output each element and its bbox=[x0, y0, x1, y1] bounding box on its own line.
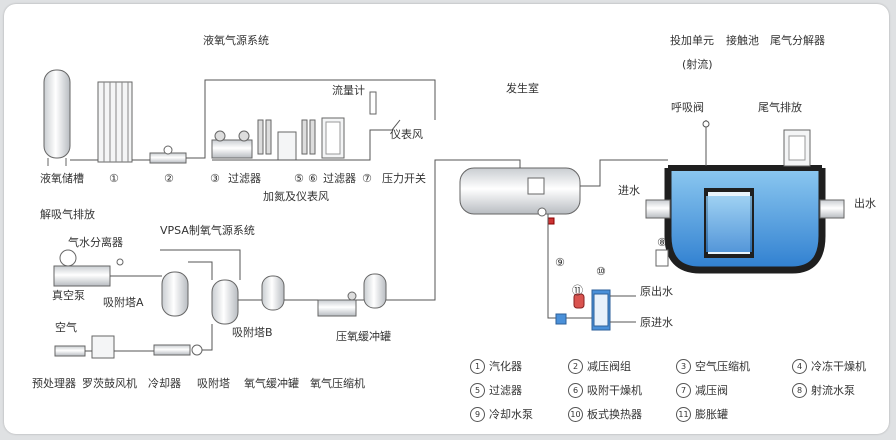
label-generator-room: 发生室 bbox=[506, 82, 539, 95]
label-air: 空气 bbox=[55, 321, 77, 334]
jet-pump-device bbox=[655, 249, 669, 267]
label-raw-water-out: 原出水 bbox=[640, 285, 673, 298]
label-filter-a: 过滤器 bbox=[228, 172, 261, 185]
label-roots-blower: 罗茨鼓风机 bbox=[82, 377, 137, 390]
label-flowmeter: 流量计 bbox=[332, 84, 365, 97]
label-lox-tank: 液氧储槽 bbox=[40, 172, 84, 185]
label-water-in: 进水 bbox=[618, 184, 640, 197]
label-n10: ⑩ bbox=[596, 265, 606, 278]
inlet-pipe bbox=[645, 199, 671, 219]
label-breather-valve: 呼吸阀 bbox=[671, 101, 704, 114]
air-compressor-3 bbox=[211, 130, 253, 159]
label-n1: ① bbox=[109, 172, 119, 185]
pressure-reducing-group-2 bbox=[149, 145, 187, 164]
adsorber-b-device bbox=[211, 279, 239, 325]
label-n11: ⑪ bbox=[572, 284, 583, 297]
contact-tank bbox=[664, 165, 826, 274]
label-o2-compressor: 氧气压缩机 bbox=[310, 377, 365, 390]
label-instrument-air: 仪表风 bbox=[390, 128, 423, 141]
filters-5 bbox=[257, 119, 272, 155]
o2-compressor-device bbox=[317, 291, 357, 317]
outlet-pipe bbox=[819, 199, 845, 219]
label-n7: ⑦ bbox=[362, 172, 372, 185]
label-n5: ⑤ bbox=[294, 172, 304, 185]
label-adsorber-a: 吸附塔A bbox=[103, 296, 144, 309]
label-contact-tank: 接触池 bbox=[726, 34, 759, 47]
label-off-gas-exhaust: 尾气排放 bbox=[758, 101, 802, 114]
label-pretreater: 预处理器 bbox=[32, 377, 76, 390]
label-n9: ⑨ bbox=[555, 256, 565, 269]
vaporizer-1 bbox=[97, 81, 133, 163]
label-nitrogen-air: 加氮及仪表风 bbox=[263, 190, 329, 203]
label-o2-buffer: 氧气缓冲罐 bbox=[244, 377, 299, 390]
adsorber-a-device bbox=[161, 271, 189, 317]
label-n6: ⑥ bbox=[308, 172, 318, 185]
pretreater-device bbox=[54, 345, 86, 357]
water-separator-device bbox=[59, 249, 77, 267]
o2-buffer-device bbox=[363, 273, 387, 309]
label-cooler: 冷却器 bbox=[148, 377, 181, 390]
off-gas-destructor-device bbox=[783, 129, 811, 167]
label-o2-buffer-tank: 压氧缓冲罐 bbox=[336, 330, 391, 343]
cooler-device bbox=[153, 344, 203, 356]
plate-heat-exchanger bbox=[591, 289, 611, 331]
roots-blower-device bbox=[91, 335, 115, 359]
label-n3: ③ bbox=[210, 172, 220, 185]
flowmeter-device bbox=[369, 91, 377, 115]
label-vacuum-pump: 真空泵 bbox=[52, 289, 85, 302]
label-jet-flow: (射流) bbox=[682, 58, 713, 71]
label-raw-water-in: 原进水 bbox=[640, 316, 673, 329]
dryer-6 bbox=[277, 131, 297, 161]
adsorption-dryer bbox=[321, 117, 345, 159]
label-n8: ⑧ bbox=[657, 236, 667, 249]
label-filter-b: 过滤器 bbox=[323, 172, 356, 185]
expansion-tank bbox=[573, 293, 585, 309]
label-off-gas-destructor: 尾气分解器 bbox=[770, 34, 825, 47]
label-adsorber: 吸附塔 bbox=[197, 377, 230, 390]
label-dosing-unit: 投加单元 bbox=[670, 34, 714, 47]
buffer-tank-device bbox=[261, 275, 285, 311]
label-vpsa-system: VPSA制氧气源系统 bbox=[160, 224, 255, 237]
label-water-out: 出水 bbox=[854, 197, 876, 210]
label-n2: ② bbox=[164, 172, 174, 185]
label-lox-system: 液氧气源系统 bbox=[203, 34, 269, 47]
lox-tank bbox=[43, 69, 71, 166]
cooling-pump bbox=[555, 313, 567, 325]
label-pressure-switch: 压力开关 bbox=[382, 172, 426, 185]
filters-7 bbox=[301, 119, 316, 155]
label-desorb-exhaust: 解吸气排放 bbox=[40, 208, 95, 221]
label-adsorber-b: 吸附塔B bbox=[232, 326, 273, 339]
label-water-separator: 气水分离器 bbox=[68, 236, 123, 249]
ozone-generator bbox=[459, 167, 581, 225]
breather-valve-device bbox=[702, 120, 710, 166]
